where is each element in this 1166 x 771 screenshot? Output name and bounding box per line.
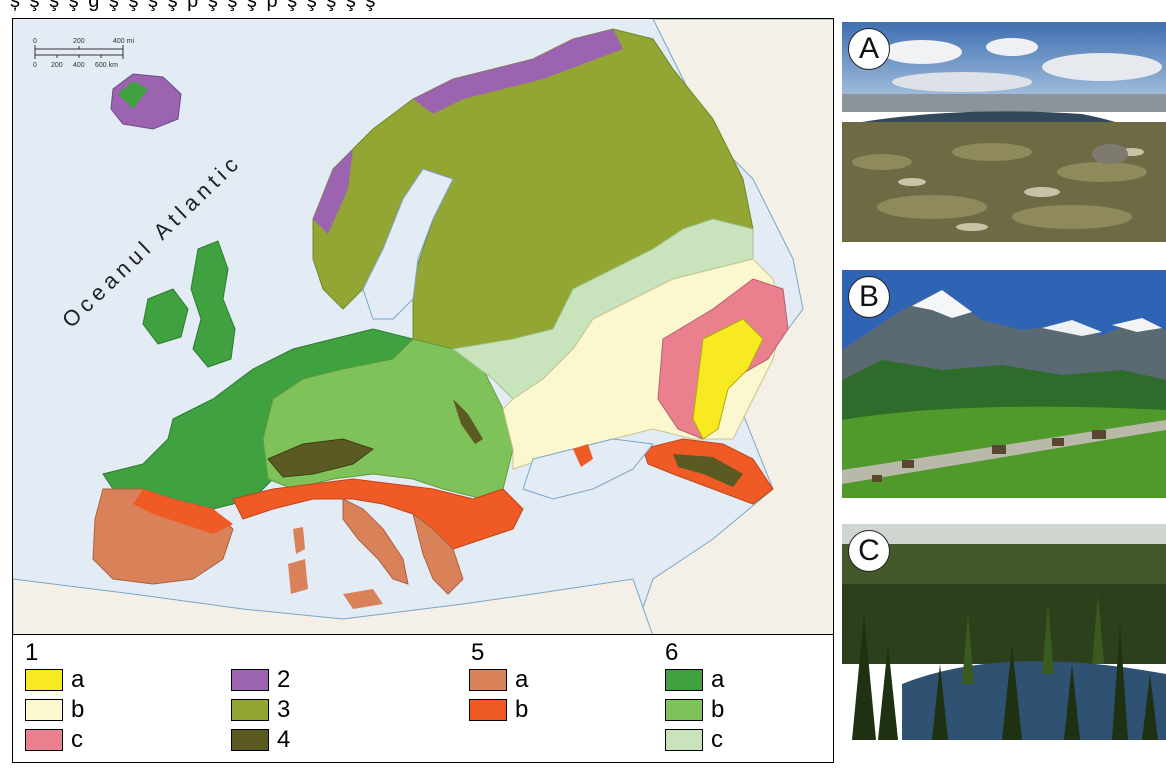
scale-mi-200: 200 xyxy=(73,38,85,45)
zone-2-tundra-scandinavia xyxy=(313,149,353,234)
legend-swatch-6b xyxy=(665,699,703,721)
legend-group-5-number: 5 xyxy=(471,639,485,666)
legend-swatch-6c xyxy=(665,729,703,751)
legend-swatch-3 xyxy=(231,699,269,721)
legend-swatch-6a xyxy=(665,669,703,691)
legend-swatch-1b xyxy=(25,699,63,721)
zone-4-carpathians xyxy=(453,399,483,444)
zone-5a-italy xyxy=(342,498,409,585)
scale-bar: 0 200 400 mi 0 200 400 600 km xyxy=(33,38,134,69)
legend-swatch-2 xyxy=(231,669,269,691)
cropped-caption-strip: ș ş ş ş g ş ş ş ş p ş ş ş p ş ş ş ş ş xyxy=(0,0,1166,14)
zone-5b-mediterranean xyxy=(232,478,524,550)
zone-1a-desert xyxy=(692,318,764,440)
sardinia xyxy=(288,559,308,594)
legend-label-5b: b xyxy=(515,696,529,723)
taiga-forest-photo-icon xyxy=(842,524,1166,740)
photo-a: A xyxy=(842,22,1166,242)
legend-label-1b: b xyxy=(71,696,85,723)
legend-label-3: 3 xyxy=(277,696,291,723)
tundra-lake-photo-icon xyxy=(842,22,1166,242)
zone-2-tundra-north xyxy=(413,29,623,114)
legend-label-2: 2 xyxy=(277,666,291,693)
sicily xyxy=(343,589,383,609)
photo-c: C xyxy=(842,524,1166,740)
legend-label-6c: c xyxy=(711,726,723,753)
great-britain xyxy=(190,240,236,368)
legend-swatch-1a xyxy=(25,669,63,691)
scale-km-600: 600 km xyxy=(95,62,118,69)
legend-swatch-1c xyxy=(25,729,63,751)
legend-label-5a: a xyxy=(515,666,529,693)
scale-km-400: 400 xyxy=(73,62,85,69)
legend-label-1c: c xyxy=(71,726,83,753)
legend-label-1a: a xyxy=(71,666,85,693)
legend-swatch-5a xyxy=(469,669,507,691)
photo-b-label: B xyxy=(848,276,890,318)
scale-km-200: 200 xyxy=(51,62,63,69)
photo-c-label: C xyxy=(848,530,890,572)
europe-vegetation-map: 0 200 400 mi 0 200 400 600 km Oceanul At… xyxy=(12,18,834,635)
zone-5b-iberia-north xyxy=(133,489,233,534)
legend-swatch-4 xyxy=(231,729,269,751)
ireland xyxy=(142,288,189,345)
iceland-green xyxy=(118,81,148,109)
photo-b: B xyxy=(842,270,1166,498)
africa-land xyxy=(13,578,653,634)
scale-mi-0: 0 xyxy=(33,38,37,45)
scale-mi-400: 400 mi xyxy=(113,38,134,45)
scale-km-0: 0 xyxy=(33,62,37,69)
corsica xyxy=(293,527,305,554)
legend-group-6-number: 6 xyxy=(665,639,679,666)
crimea xyxy=(573,444,593,467)
map-canvas: 0 200 400 mi 0 200 400 600 km Oceanul At… xyxy=(13,19,833,634)
photo-a-label: A xyxy=(848,28,890,70)
legend: 1 a b c 2 3 4 5 a b 6 a b c xyxy=(12,635,834,763)
legend-swatch-5b xyxy=(469,699,507,721)
legend-label-6a: a xyxy=(711,666,725,693)
legend-label-6b: b xyxy=(711,696,725,723)
alpine-valley-photo-icon xyxy=(842,270,1166,498)
legend-label-4: 4 xyxy=(277,726,291,753)
zone-4-alps xyxy=(267,438,375,478)
zone-5a-greece xyxy=(412,512,464,595)
zone-4-caucasus xyxy=(673,454,743,487)
baltic-sea xyxy=(362,168,454,320)
legend-group-1-number: 1 xyxy=(25,639,39,666)
